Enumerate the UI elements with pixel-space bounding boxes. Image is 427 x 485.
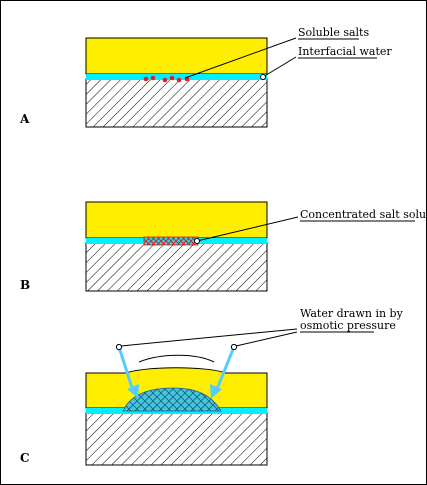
panel-letter-c: C: [20, 451, 30, 465]
leader-line-concentrated-salt: [196, 216, 299, 242]
label-interfacial-water: Interfacial water: [298, 45, 392, 58]
concentrated-salt-solution: [143, 236, 199, 246]
label-soluble-salts: Soluble salts: [298, 26, 369, 39]
annotation-marker: [230, 343, 238, 351]
label-concentrated-salt-solution: Concentrated salt solution: [300, 208, 426, 221]
salt-particle: [143, 76, 149, 82]
label-water-drawn-line1: Water drawn in by: [300, 307, 404, 320]
interfacial-water-layer: [86, 74, 267, 80]
substrate: [85, 242, 268, 292]
panel-a: Soluble salts Interfacial water A: [19, 26, 392, 128]
leader-line-interfacial-water: [262, 56, 297, 78]
osmotic-arrow-right: [210, 346, 236, 399]
coating-layer: [85, 201, 268, 239]
label-water-drawn-line2: osmotic pressure: [300, 319, 396, 332]
osmotic-arrow-left: [117, 346, 139, 398]
leader-line-soluble-salts: [184, 37, 297, 79]
substrate: [85, 412, 268, 466]
salt-particle: [169, 75, 175, 81]
panel-letter-b: B: [20, 278, 30, 292]
annotation-marker: [194, 238, 200, 244]
soluble-salt-particles: [143, 75, 190, 83]
salt-particle: [150, 75, 156, 81]
blister-solution: [122, 387, 222, 412]
salt-particle: [176, 77, 182, 83]
substrate: [85, 78, 268, 128]
panel-letter-a: A: [19, 112, 30, 126]
coating-layer: [85, 37, 268, 75]
panel-b: Concentrated salt solution B: [20, 201, 426, 292]
blister-surface-arc: [138, 354, 215, 363]
leader-line-water-drawn: [120, 328, 298, 347]
panel-c: Water drawn in by osmotic pressure C: [20, 307, 404, 466]
annotation-marker: [115, 343, 123, 351]
leader-line-water-drawn: [235, 331, 298, 347]
salt-particle: [162, 77, 168, 83]
annotation-marker: [260, 74, 266, 80]
